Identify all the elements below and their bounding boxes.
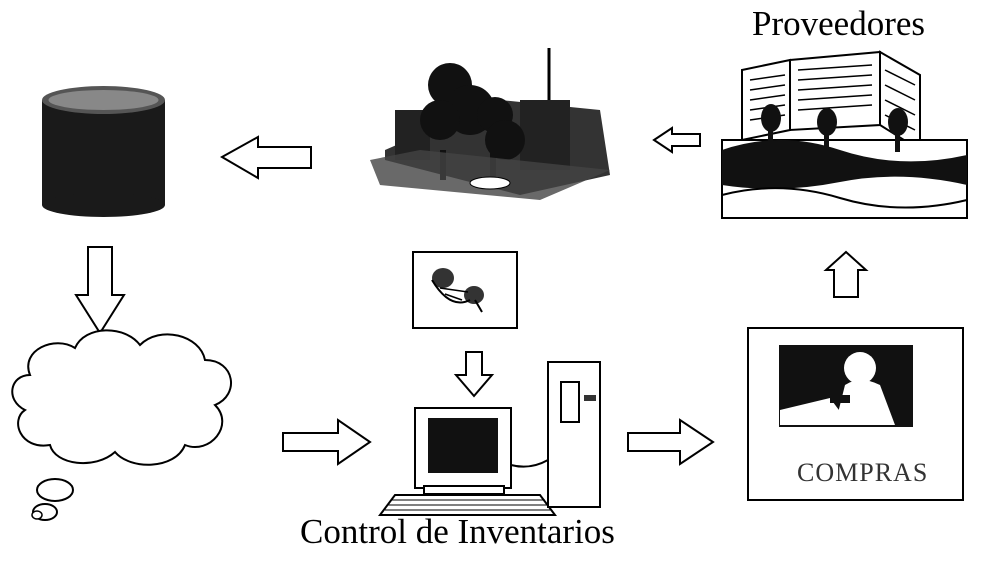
database-cylinder-icon [42,86,165,217]
inventory-control-label: Control de Inventarios [300,512,615,551]
thought-cloud-icon [11,329,232,521]
arrow-left-small-icon [652,126,701,154]
arrow-right-icon [282,418,372,466]
computer-workstation-icon [378,361,601,516]
supplier-building-icon [721,50,968,219]
warehouse-building-icon [370,48,610,200]
arrow-down-icon [74,246,126,335]
suppliers-label: Proveedores [752,4,926,43]
arrow-up-icon [823,250,869,298]
stamp-clip-icon [412,251,518,329]
arrow-down-small-icon [453,351,495,398]
arrow-right-2-icon [627,418,715,466]
purchasing-label: COMPRAS [797,458,929,487]
arrow-left-icon [219,135,312,180]
purchasing-person-icon [747,327,964,501]
